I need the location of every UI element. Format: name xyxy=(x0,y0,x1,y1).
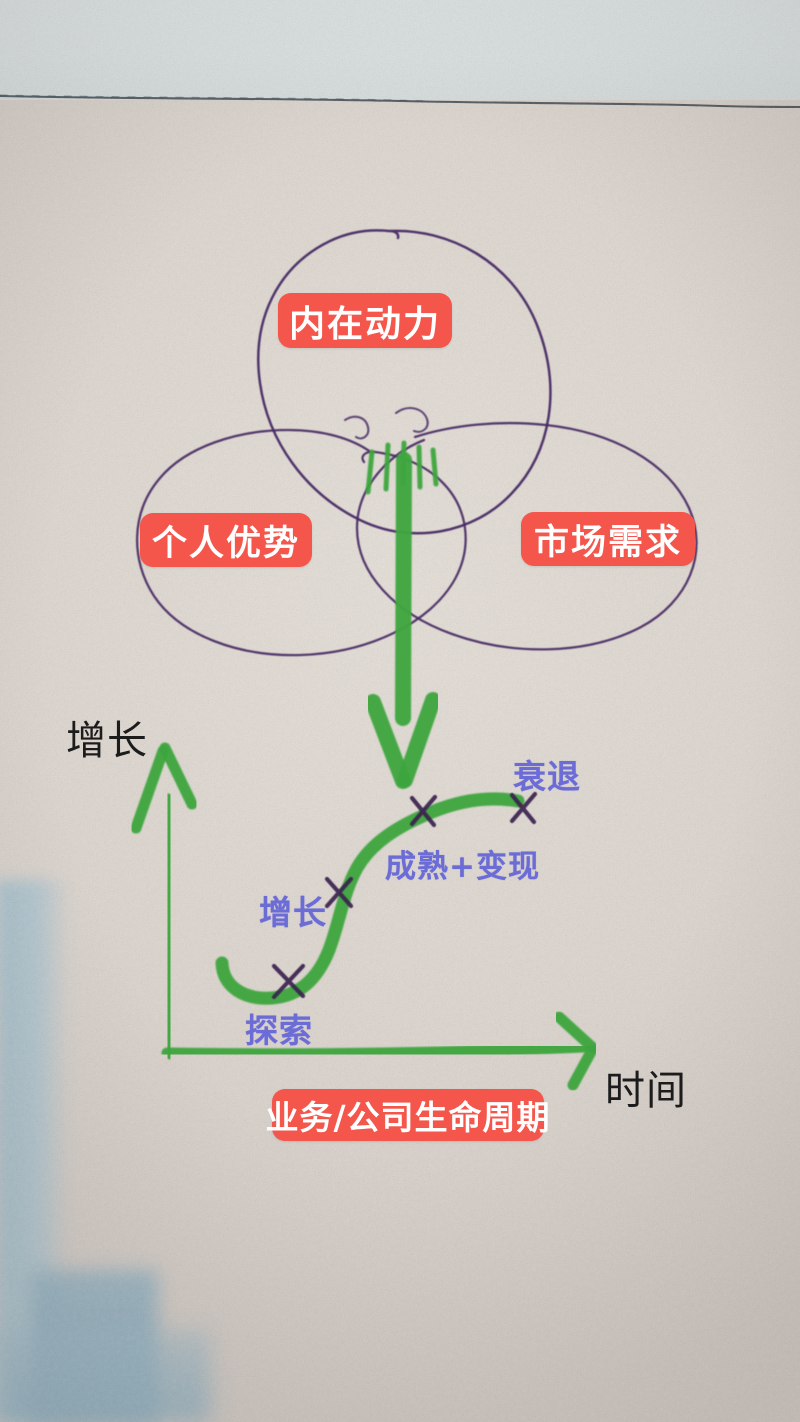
venn-chip-personal-strength: 个人优势 xyxy=(140,513,312,567)
stage-label-growth: 增长 xyxy=(259,893,327,932)
stage-label-explore: 探索 xyxy=(245,1011,313,1050)
stage-label-decline: 衰退 xyxy=(513,757,581,796)
venn-chip-inner-drive: 内在动力 xyxy=(278,293,452,348)
shadow-bottom-left xyxy=(0,1330,210,1422)
venn-chip-market-demand: 市场需求 xyxy=(521,512,695,566)
chart-x-axis-label: 时间 xyxy=(605,1068,687,1114)
chart-y-axis-label: 增长 xyxy=(66,718,148,764)
chart-title-chip-lifecycle: 业务/公司生命周期 xyxy=(265,1089,550,1141)
paper-top-edge xyxy=(0,94,800,109)
stage-label-mature-monetize: 成熟+变现 xyxy=(385,849,540,885)
